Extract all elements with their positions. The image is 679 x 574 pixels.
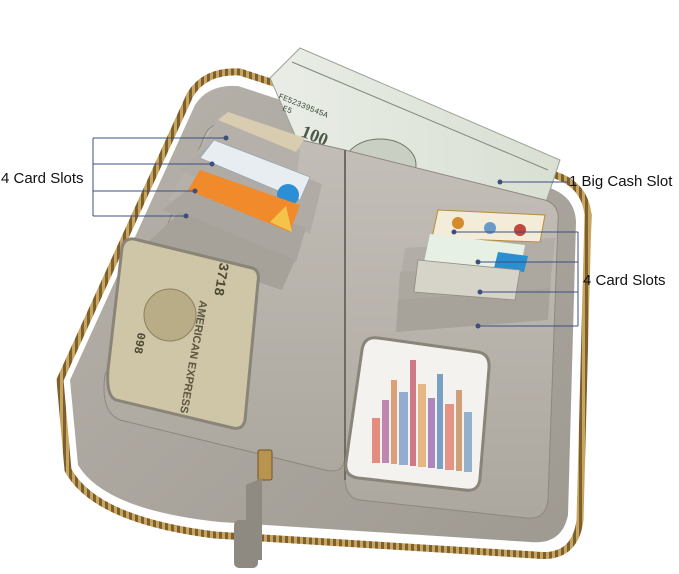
big-cash-slot-label: 1 Big Cash Slot xyxy=(569,173,673,190)
right-card-slots-label: 4 Card Slots xyxy=(583,272,666,289)
banknote-plate: E5 xyxy=(281,104,293,116)
right-cards xyxy=(413,209,546,301)
id-window: AMERICAN EXPRESS 3718 098 xyxy=(106,237,260,430)
zipper-pull-icon xyxy=(234,449,273,568)
left-callout-lines xyxy=(92,135,229,219)
left-card-slots-label: 4 Card Slots xyxy=(1,170,84,187)
cash-callout-line xyxy=(497,179,568,185)
left-cards xyxy=(188,112,311,232)
right-callout-lines xyxy=(451,229,579,329)
skyline-illustration xyxy=(372,360,472,472)
amex-number: 3718 xyxy=(209,261,231,297)
photo-window xyxy=(344,336,491,492)
amex-cvv: 098 xyxy=(130,331,148,355)
